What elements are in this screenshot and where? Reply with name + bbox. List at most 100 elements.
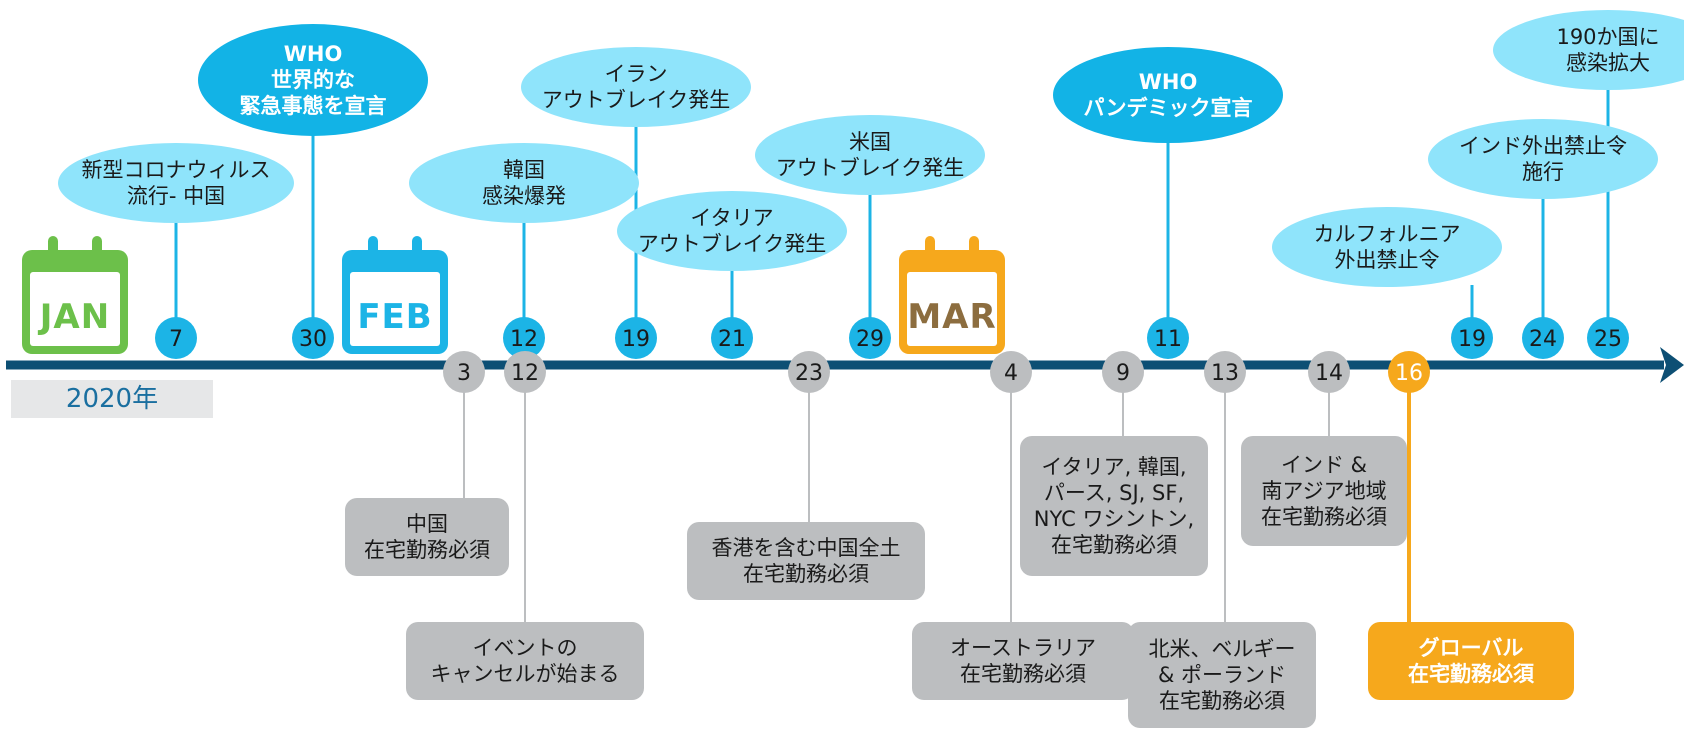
event-bubble-text: 緊急事態を宣言	[240, 94, 387, 118]
calendar-ring	[412, 236, 422, 264]
date-circle	[1522, 317, 1564, 359]
date-label: 16	[1395, 361, 1423, 386]
date-label: 7	[169, 327, 183, 352]
event-bubble-text: インド外出禁止令	[1459, 134, 1627, 158]
event-bubble	[617, 191, 847, 271]
event-bubble-text: 新型コロナウィルス	[82, 158, 271, 182]
date-circle	[1451, 317, 1493, 359]
event-bubble-text: 施行	[1522, 160, 1564, 184]
wfh-box-text: 在宅勤務必須	[743, 562, 869, 586]
event-bubble-text: 190か国に	[1556, 25, 1659, 49]
wfh-box-text: 香港を含む中国全土	[712, 536, 901, 560]
wfh-box-text: 在宅勤務必須	[1261, 505, 1387, 529]
event-bubble	[1428, 119, 1658, 199]
event-bubble	[521, 47, 751, 127]
date-label: 12	[511, 361, 539, 386]
date-label: 3	[457, 361, 471, 386]
wfh-box-text: イベントの	[473, 636, 578, 660]
wfh-box-text: NYC ワシントン,	[1034, 507, 1194, 531]
date-label: 19	[1458, 327, 1486, 352]
date-label: 12	[510, 327, 538, 352]
date-circle	[1147, 317, 1189, 359]
date-label: 13	[1211, 361, 1239, 386]
event-bubble-text: カルフォルニア	[1314, 222, 1461, 246]
event-bubble-text: WHO	[1139, 70, 1198, 94]
month-calendar-feb: FEB	[342, 236, 448, 354]
calendar-ring	[368, 236, 378, 264]
wfh-box	[1128, 622, 1316, 728]
wfh-box	[912, 622, 1134, 700]
date-circle	[155, 317, 197, 359]
wfh-box-text: 在宅勤務必須	[1051, 533, 1177, 557]
event-bubble-text: 米国	[849, 130, 891, 154]
date-circle	[711, 317, 753, 359]
event-bubble	[755, 115, 985, 195]
event-bubble-text: 韓国	[503, 158, 545, 182]
wfh-box-text: 在宅勤務必須	[1159, 689, 1285, 713]
wfh-box	[687, 522, 925, 600]
event-bubble	[198, 24, 428, 136]
date-label: 11	[1154, 327, 1182, 352]
calendar-face	[907, 272, 997, 346]
date-circle	[443, 351, 485, 393]
date-label: 4	[1004, 361, 1018, 386]
event-bubble	[58, 143, 294, 223]
wfh-box-text: インド &	[1281, 453, 1367, 477]
month-calendar-mar: MAR	[899, 236, 1005, 354]
calendar-ring	[925, 236, 935, 264]
event-bubble-text: WHO	[284, 42, 343, 66]
date-label: 24	[1529, 327, 1557, 352]
wfh-box-text: 在宅勤務必須	[364, 538, 490, 562]
event-bubble-text: 世界的な	[271, 68, 355, 92]
date-circle	[615, 317, 657, 359]
month-label: FEB	[357, 297, 432, 337]
event-bubble-text: イラン	[605, 62, 668, 86]
date-circle	[1308, 351, 1350, 393]
event-bubble-text: アウトブレイク発生	[776, 156, 965, 180]
event-bubble-text: 外出禁止令	[1335, 248, 1440, 272]
wfh-box	[1241, 436, 1407, 546]
wfh-box-text: イタリア, 韓国,	[1041, 455, 1186, 479]
wfh-box-text: キャンセルが始まる	[431, 662, 620, 686]
wfh-box-text: 在宅勤務必須	[1408, 662, 1535, 686]
date-label: 19	[622, 327, 650, 352]
wfh-box-text: 中国	[406, 512, 448, 536]
wfh-box-text: 在宅勤務必須	[960, 662, 1086, 686]
wfh-box-text: オーストラリア	[950, 636, 1096, 660]
date-circle	[504, 351, 546, 393]
event-bubble	[409, 143, 639, 223]
date-label: 30	[299, 327, 327, 352]
date-circle	[503, 317, 545, 359]
date-label: 29	[856, 327, 884, 352]
wfh-box-text: & ポーランド	[1158, 663, 1286, 687]
date-circle	[1587, 317, 1629, 359]
date-label: 23	[795, 361, 823, 386]
axis-arrow-icon	[1660, 347, 1684, 383]
date-circle	[990, 351, 1032, 393]
date-label: 25	[1594, 327, 1622, 352]
date-label: 21	[718, 327, 746, 352]
event-bubble-text: パンデミック宣言	[1083, 96, 1252, 120]
date-label: 9	[1116, 361, 1130, 386]
date-circle	[1204, 351, 1246, 393]
date-circle	[849, 317, 891, 359]
event-bubble	[1053, 47, 1283, 143]
month-label: MAR	[907, 297, 996, 337]
